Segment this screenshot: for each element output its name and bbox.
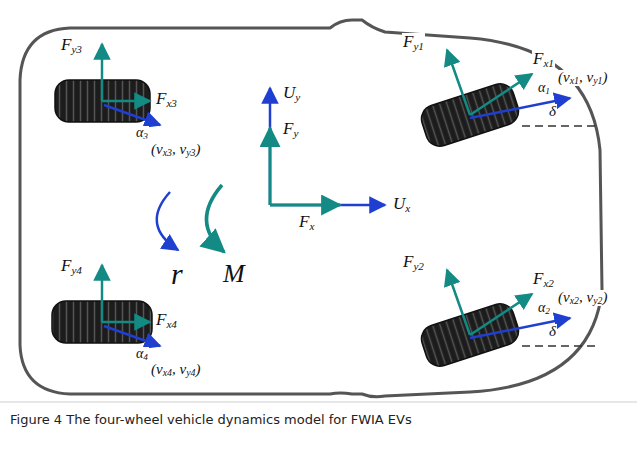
symbol-label: α4 <box>135 347 149 362</box>
symbol-label: Fx <box>298 213 315 231</box>
symbol-label: δ <box>548 104 557 120</box>
symbol-label: (vx1, vy1) <box>557 70 608 86</box>
car-body-outline <box>20 20 602 397</box>
symbol-label: Fx3 <box>155 90 178 108</box>
symbol-label: M <box>222 260 246 287</box>
figure-caption: Figure 4 The four-wheel vehicle dynamics… <box>10 412 412 427</box>
symbol-label: α2 <box>537 301 551 316</box>
symbol-label: α3 <box>135 126 149 141</box>
wheels <box>52 80 522 370</box>
caption-rule <box>0 402 637 403</box>
symbol-label: Fx1 <box>532 50 555 68</box>
symbol-label: δ <box>548 324 557 340</box>
symbol-label: Ux <box>392 195 411 213</box>
symbol-label: Fy4 <box>60 257 83 275</box>
symbol-label: Uy <box>282 84 301 102</box>
symbol-label: Fy1 <box>402 33 425 51</box>
symbol-label: (vx2, vy2) <box>557 290 608 306</box>
symbol-label: Fx4 <box>155 311 178 329</box>
symbol-label: Fy2 <box>402 253 425 271</box>
symbol-label: α1 <box>537 81 551 96</box>
symbol-label: (vx4, vy4) <box>150 362 201 378</box>
symbol-label: (vx3, vy3) <box>150 142 201 158</box>
symbol-label: r <box>170 258 184 290</box>
symbol-label: Fy3 <box>60 36 83 54</box>
force-arrows <box>102 44 600 346</box>
symbol-label: Fx2 <box>532 270 555 288</box>
symbol-label: Fy <box>282 120 299 138</box>
